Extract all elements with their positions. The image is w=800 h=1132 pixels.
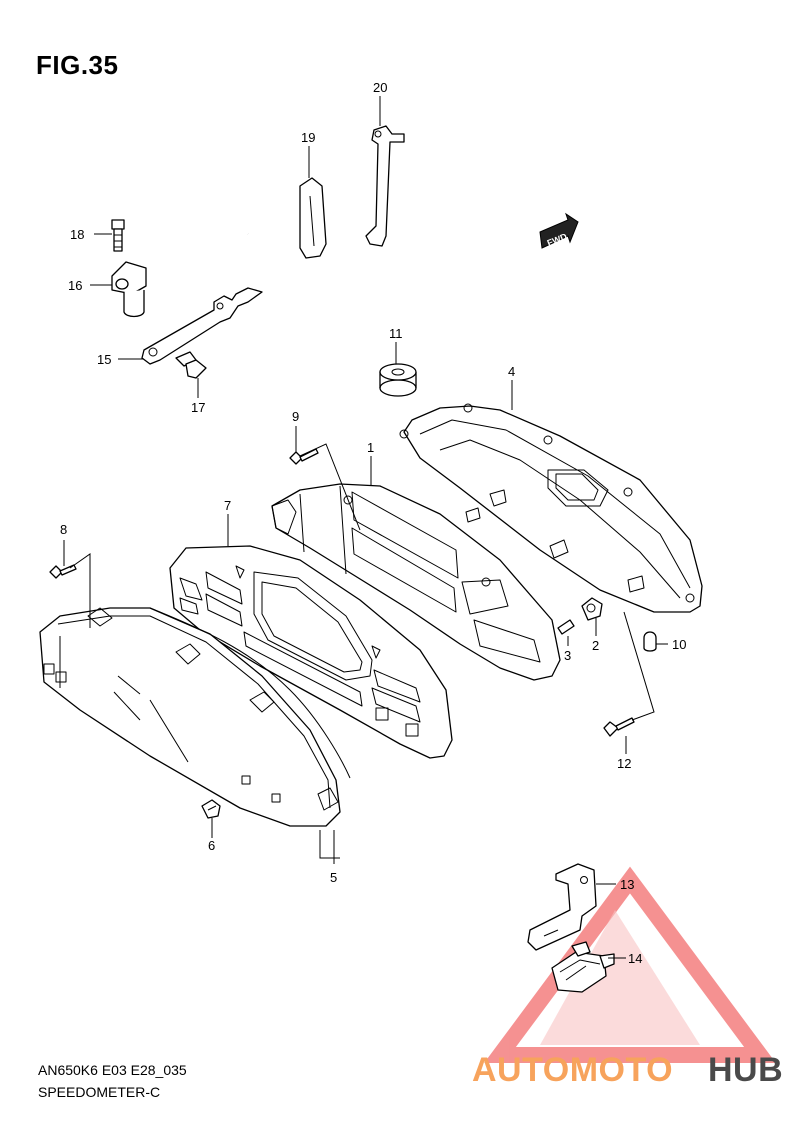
callout-6: 6 — [208, 838, 215, 853]
callout-11: 11 — [389, 326, 403, 341]
callout-labels: 20 19 18 16 15 17 11 4 9 1 7 8 3 2 10 12… — [60, 80, 686, 966]
callout-15: 15 — [97, 352, 111, 367]
part-8-screw — [49, 564, 77, 579]
part-14-connector — [551, 941, 615, 993]
fwd-direction-badge: FWD — [539, 212, 579, 249]
figure-caption-name: SPEEDOMETER-C — [38, 1084, 161, 1100]
figure-caption-model: AN650K6 E03 E28_035 — [38, 1062, 187, 1078]
part-12-screw — [603, 717, 635, 737]
callout-14: 14 — [628, 951, 642, 966]
callout-5: 5 — [330, 870, 337, 885]
part-13-bracket — [527, 863, 597, 951]
callout-10: 10 — [672, 637, 686, 652]
leader-lines — [63, 96, 668, 959]
part-2-bulb-socket — [581, 597, 603, 621]
watermark-text-automoto: AUTOMOTO — [472, 1051, 673, 1089]
part-19-strap — [299, 177, 327, 259]
watermark-logo-text: AUTOMOTO HUB — [472, 1051, 783, 1089]
callout-2: 2 — [592, 638, 599, 653]
part-5-lens-cover — [39, 607, 351, 827]
part-6-clip — [201, 799, 221, 819]
callout-1: 1 — [367, 440, 374, 455]
callout-4: 4 — [508, 364, 515, 379]
part-15-sensor-bracket — [141, 287, 263, 365]
figure-title: FIG.35 — [36, 50, 119, 80]
watermark-logo-triangle — [484, 866, 776, 1063]
part-16-speed-sensor — [111, 227, 249, 318]
callout-3: 3 — [564, 648, 571, 663]
watermark-text-hub: HUB — [708, 1051, 783, 1089]
callout-16: 16 — [68, 278, 82, 293]
callout-9: 9 — [292, 409, 299, 424]
part-10-bulb — [643, 631, 657, 652]
callout-12: 12 — [617, 756, 631, 771]
callout-18: 18 — [70, 227, 84, 242]
part-11-grommet — [379, 363, 417, 397]
part-7-panel-frame — [169, 545, 453, 759]
part-4-rear-case — [399, 403, 703, 613]
callout-8: 8 — [60, 522, 67, 537]
part-18-bolt — [111, 219, 125, 252]
part-3-screw — [557, 619, 575, 635]
callout-19: 19 — [301, 130, 315, 145]
callout-13: 13 — [620, 877, 634, 892]
part-17-screw — [175, 351, 207, 379]
callout-17: 17 — [191, 400, 205, 415]
part-20-bracket — [365, 125, 405, 247]
part-9-screw — [289, 448, 319, 465]
callout-7: 7 — [224, 498, 231, 513]
callout-20: 20 — [373, 80, 387, 95]
part-1-speedometer-unit — [271, 483, 561, 681]
